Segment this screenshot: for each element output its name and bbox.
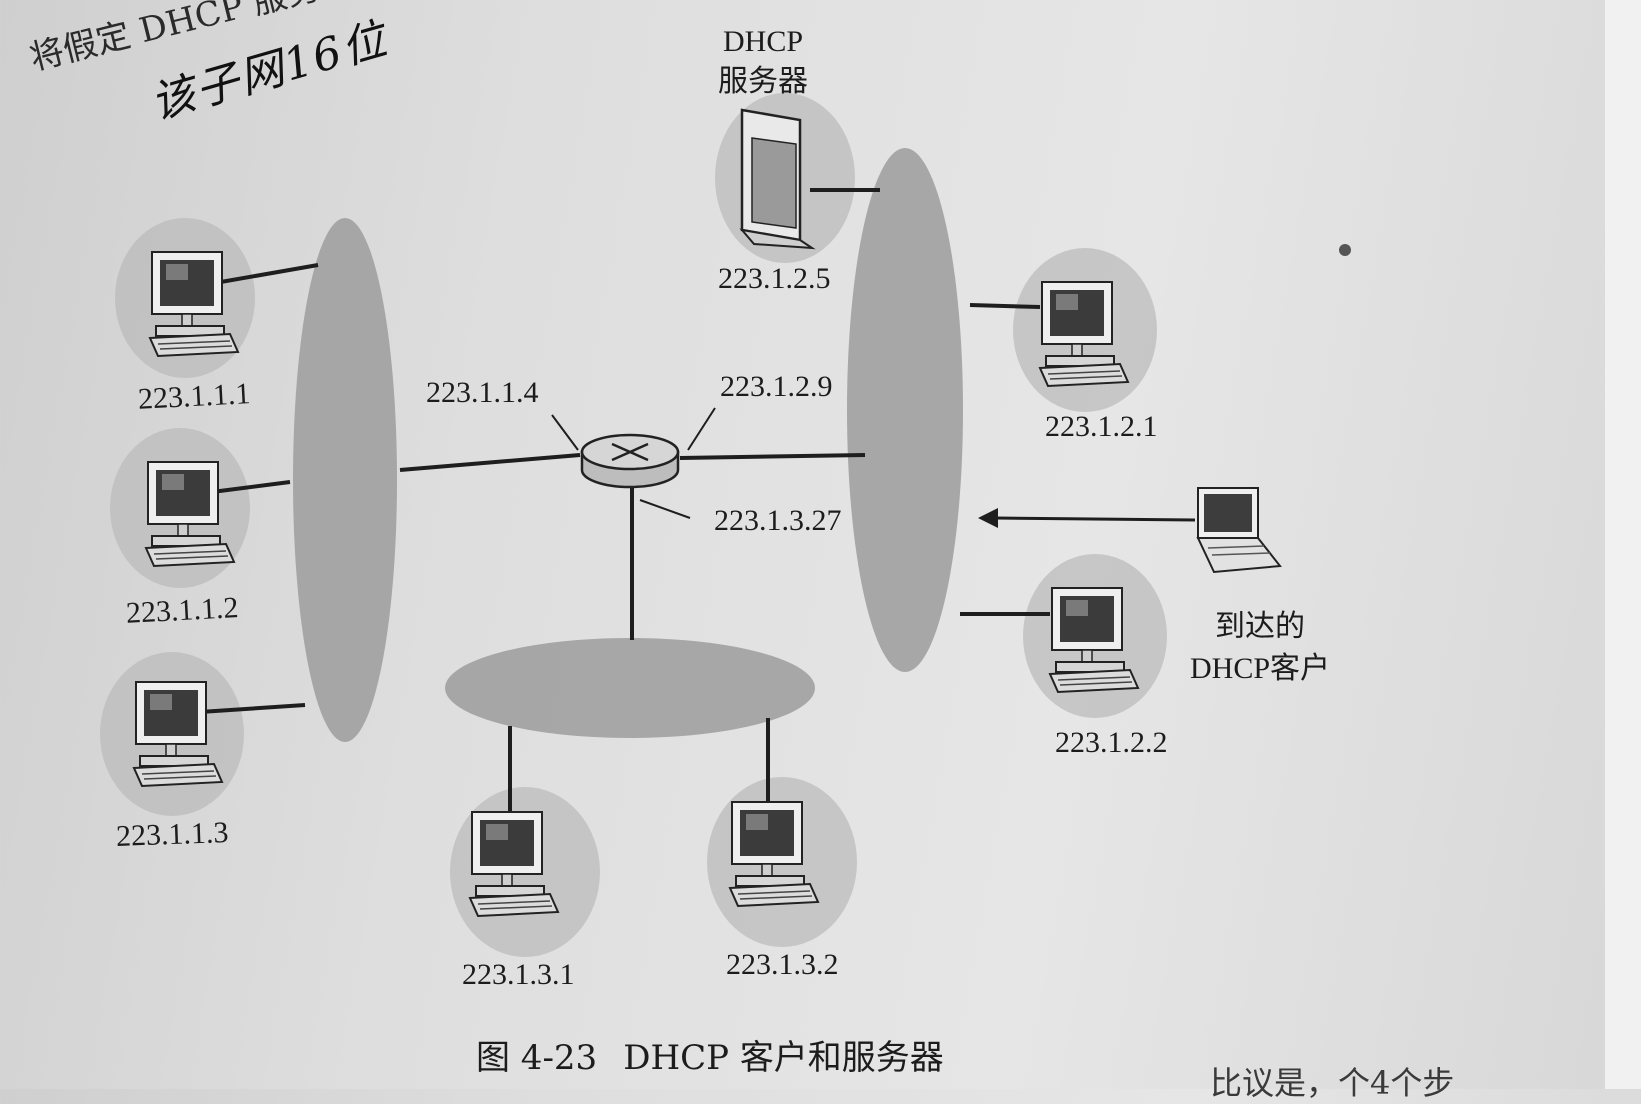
arriving-client-line2: DHCP客户	[1190, 652, 1331, 685]
dhcp-server-title-line2: 服务器	[718, 65, 808, 98]
dhcp-server-title-line1: DHCP	[722, 25, 804, 58]
router	[580, 433, 680, 489]
leader-lines	[551, 407, 716, 519]
bottom-text-fragment: 比议是，个4个步	[1210, 1064, 1455, 1102]
figure-number: 图 4-23	[476, 1038, 598, 1078]
router-interface-subnet3: 223.1.3.27	[714, 504, 842, 537]
router-interface-subnet2: 223.1.2.9	[720, 370, 833, 403]
host-ip-label: 223.1.2.1	[1045, 410, 1158, 443]
arriving-client-line1: 到达的	[1215, 610, 1306, 643]
arrival-arrow	[978, 508, 1196, 528]
dhcp-server-title: DHCP 服务器	[718, 22, 808, 102]
subnet1-segment	[293, 218, 397, 742]
ink-dot	[1339, 244, 1351, 256]
host-ip-label: 223.1.1.2	[125, 591, 240, 630]
router-interface-subnet1: 223.1.1.4	[426, 376, 539, 409]
host-ip-label: 223.1.3.1	[462, 958, 575, 991]
subnet2-segment	[847, 148, 963, 672]
host-ip-label: 223.1.1.1	[137, 377, 252, 416]
page-edge	[1605, 0, 1641, 1089]
subnet3-segment	[445, 638, 815, 738]
host-ip-label: 223.1.3.2	[726, 948, 839, 981]
host-ip-label: 223.1.1.3	[115, 816, 230, 853]
figure-title: DHCP 客户和服务器	[623, 1038, 944, 1078]
laptop-icon	[1197, 487, 1281, 573]
dhcp-server-icon	[739, 108, 816, 250]
arriving-client-label: 到达的 DHCP客户	[1190, 606, 1330, 690]
network-links	[199, 188, 1050, 820]
figure-caption: 图 4-23 DHCP 客户和服务器	[476, 1030, 970, 1079]
host-ip-label: 223.1.2.2	[1055, 726, 1168, 759]
dhcp-server-ip: 223.1.2.5	[718, 262, 831, 295]
